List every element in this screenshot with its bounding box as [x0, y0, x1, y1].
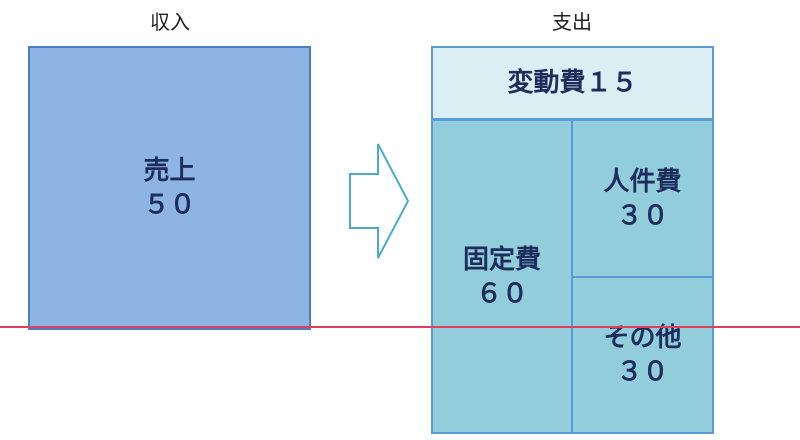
personnel-cost-label: 人件費 [603, 166, 682, 197]
income-heading: 収入 [150, 10, 190, 34]
fixed-cost-label: 固定費 [462, 244, 541, 275]
personnel-cost-box: 人件費 ３０ [571, 119, 714, 278]
variable-cost-box: 変動費１５ [431, 46, 714, 120]
fixed-cost-box: 固定費 ６０ [431, 119, 573, 434]
sales-box: 売上 ５０ [28, 46, 311, 330]
sales-label: 売上 [143, 156, 196, 186]
break-even-line [0, 326, 800, 328]
fixed-cost-value: ６０ [475, 278, 528, 309]
personnel-cost-value: ３０ [616, 200, 669, 231]
other-cost-label: その他 [603, 323, 682, 353]
other-cost-value: ３０ [616, 357, 669, 387]
sales-value: ５０ [143, 190, 196, 220]
other-cost-box: その他 ３０ [571, 276, 714, 434]
right-arrow-icon [349, 143, 410, 259]
expense-heading: 支出 [552, 10, 592, 34]
variable-cost-label: 変動費１５ [507, 68, 638, 98]
